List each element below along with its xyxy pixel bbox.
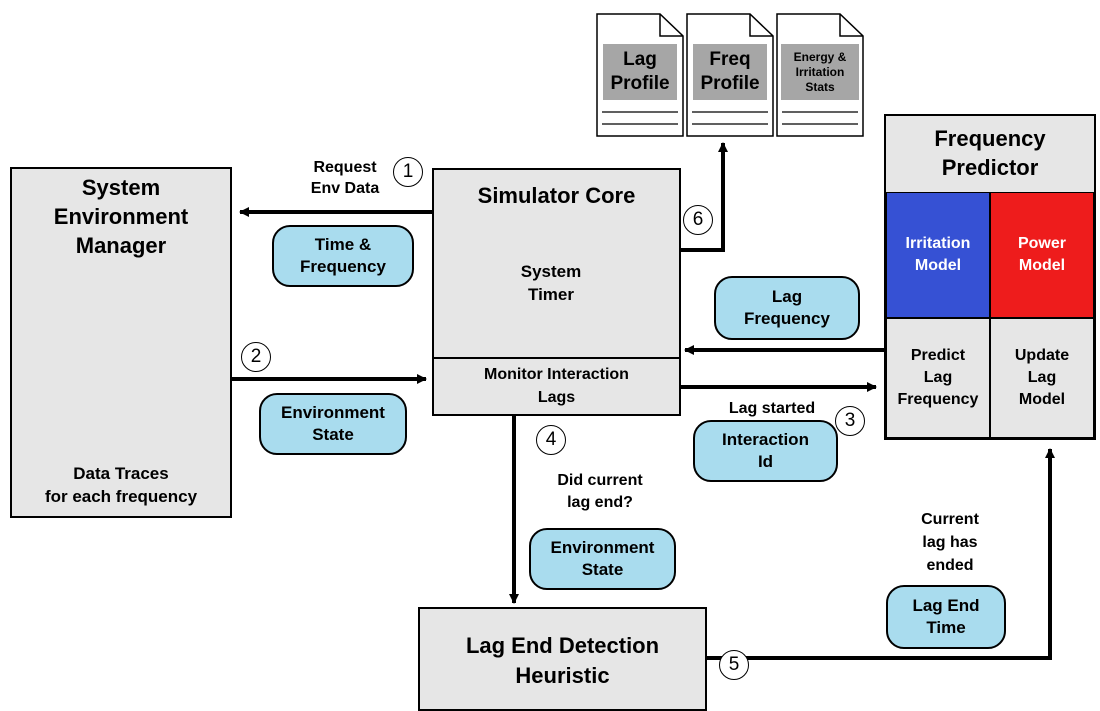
predictor-title: Frequency Predictor [934,126,1046,180]
lag-started-label: Lag started [728,400,816,417]
time-frequency-pill: Time & Frequency [272,225,414,287]
lag-end-time-pill: Lag End Time [886,585,1006,649]
step-4-badge: 4 [536,425,566,455]
power-model: Power Model [990,192,1094,318]
irritation-model: Irritation Model [886,192,990,318]
environment-state-pill-2: Environment State [529,528,676,590]
monitor-lags-label: Monitor Interaction Lags [484,366,629,406]
step-3-badge: 3 [835,406,865,436]
stats-label: Energy & Irritation Stats [781,44,859,100]
did-lag-end-label: Did current lag end? [557,472,643,511]
arrow-to-profiles [679,142,728,252]
freq-profile-label: Freq Profile [693,44,767,100]
step-6-badge: 6 [683,205,713,235]
system-timer-label: System Timer [520,262,582,304]
system-environment-manager: System Environment Manager Data Traces f… [10,167,232,518]
interaction-id-pill: Interaction Id [693,420,838,482]
predict-lag-frequency: Predict Lag Frequency [886,318,990,438]
monitor-lags-section [432,357,681,416]
update-lag-model: Update Lag Model [990,318,1094,438]
lag-has-ended-label: Current lag has ended [921,511,979,574]
lag-frequency-pill: Lag Frequency [714,276,860,340]
step-1-badge: 1 [393,157,423,187]
step-2-badge: 2 [241,342,271,372]
environment-state-pill-1: Environment State [259,393,407,455]
heuristic-title: Lag End Detection Heuristic [465,633,660,688]
sem-caption: Data Traces for each frequency [44,464,198,506]
arrow-lag-ended [707,448,1055,660]
step-5-badge: 5 [719,650,749,680]
lag-end-detection-heuristic: Lag End Detection Heuristic [418,607,707,711]
simulator-core: Simulator Core System Timer Monitor Inte… [432,168,681,416]
lag-profile-label: Lag Profile [603,44,677,100]
frequency-predictor: Frequency Predictor Irritation Model Pow… [884,114,1096,440]
core-title: Simulator Core [477,183,636,208]
sem-title: System Environment Manager [53,175,189,258]
request-env-data-label: Request Env Data [310,159,380,197]
